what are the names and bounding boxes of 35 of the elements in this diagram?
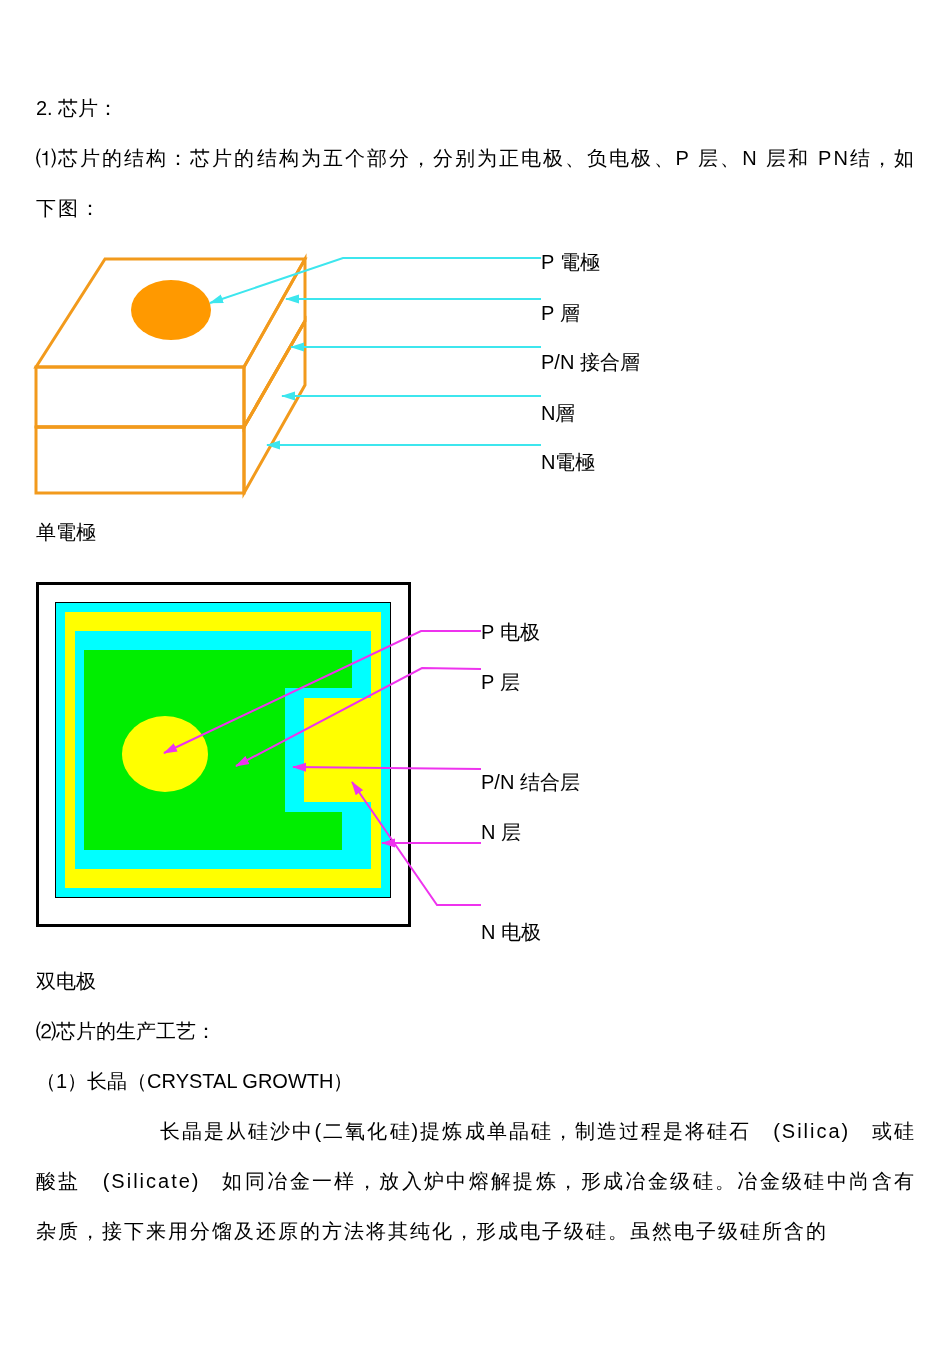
part-label: P 层	[481, 667, 520, 694]
junction-line	[36, 320, 307, 429]
leader-line	[381, 838, 482, 848]
leader-line	[209, 257, 542, 304]
leader-line	[292, 762, 482, 772]
figure-caption: 单電極	[36, 520, 96, 544]
part-label: P 電極	[541, 250, 600, 274]
leader-line	[351, 781, 482, 906]
part-label: N 电极	[481, 903, 541, 944]
heading: ⑵芯片的生产工艺：	[36, 1019, 216, 1043]
paragraph: ⑴芯片的结构：芯片的结构为五个部分，分别为正电极、负电极、P 层、N 层和 PN结，如下图：	[36, 146, 916, 221]
leader-line	[281, 391, 542, 401]
part-label: N電極	[541, 443, 596, 474]
electrode-pad	[304, 698, 371, 802]
part-label: P/N 接合層	[541, 345, 640, 374]
part-label: N 层	[481, 820, 521, 847]
leader-line	[290, 342, 542, 352]
electrode-dot	[122, 716, 208, 792]
part-label: N層	[541, 394, 576, 425]
leader-line	[163, 630, 482, 754]
part-label: P 層	[541, 297, 580, 325]
heading: （1）长晶（CRYSTAL GROWTH）	[36, 1069, 354, 1093]
part-label: P 电极	[481, 620, 540, 644]
paragraph: 长晶是从硅沙中(二氧化硅)提炼成单晶硅，制造过程是将硅石 (Silica) 或硅酸盐 (Silicate) 如同冶金一样，放入炉中熔解提炼，形成冶金级硅。冶金级硅中尚含有杂质，接下来用分馏及还原的方法将其纯化，形成电子级硅。虽然电子级硅所含的	[36, 1119, 916, 1244]
inner-band	[75, 631, 371, 869]
electrode-dot	[131, 280, 211, 340]
active-region	[84, 650, 352, 850]
heading: 2. 芯片：	[36, 96, 119, 120]
layer-block	[34, 315, 307, 499]
leader-line	[266, 440, 542, 450]
leader-line	[285, 294, 542, 304]
leader-line	[235, 667, 482, 767]
middle-band	[65, 612, 381, 888]
figure-caption: 双电极	[36, 969, 96, 993]
part-label: P/N 结合层	[481, 767, 580, 794]
